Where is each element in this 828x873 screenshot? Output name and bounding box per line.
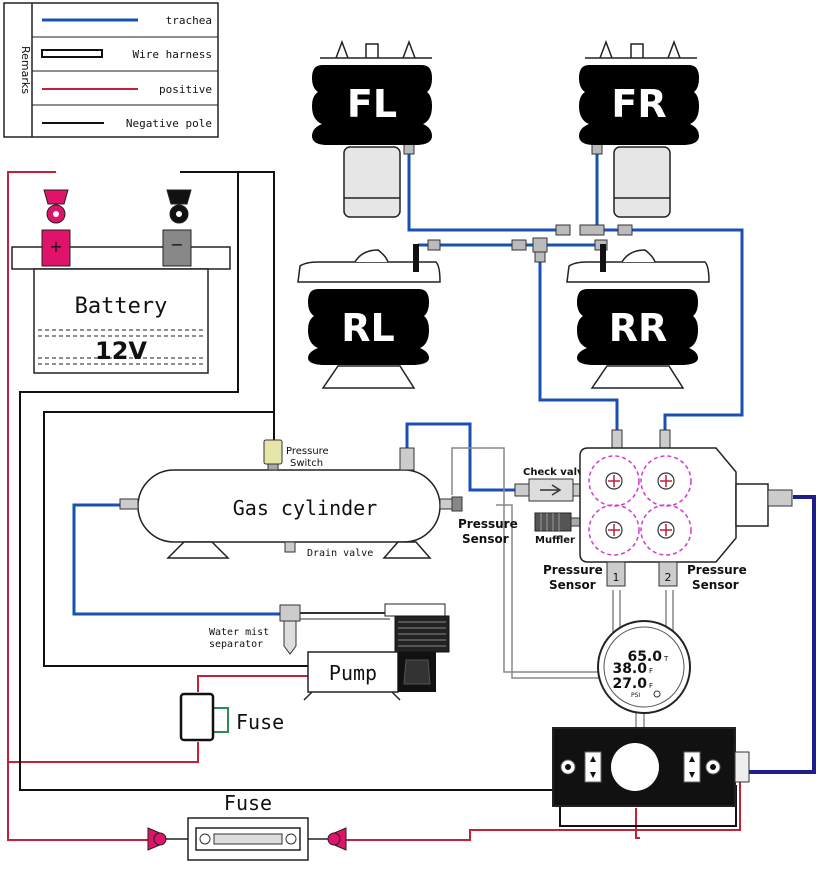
controller-right-switch[interactable] (683, 751, 701, 783)
fuse-2-label: Fuse (224, 791, 272, 815)
airbag-rr-label: RR (609, 306, 668, 350)
check-valve-label: Check valve (523, 467, 591, 478)
positive-clamp (43, 189, 69, 205)
battery-positive-terminal (41, 229, 71, 267)
gauge-value-top: 65.0 (627, 649, 662, 665)
legend-positive-label: positive (159, 83, 212, 96)
battery-minus-sign: − (170, 235, 183, 254)
water-mist-separator: Water mist separator (209, 604, 390, 655)
pump-label: Pump (329, 661, 377, 685)
air-lines (72, 150, 744, 616)
tank-pressure-sensor-label-2: Sensor (462, 532, 509, 546)
water-mist-label-1: Water mist (209, 627, 269, 638)
airbag-rl: RL (297, 244, 441, 389)
battery-plus-sign: + (49, 237, 62, 256)
legend-wire-harness-line (41, 49, 103, 58)
airbag-fl-label: FL (347, 82, 397, 126)
drain-valve (284, 541, 296, 553)
remarks-header: Remarks (19, 46, 32, 94)
gas-cylinder: Gas cylinder Drain valve (119, 447, 463, 559)
pump: Pump (303, 603, 450, 701)
drain-valve-label: Drain valve (307, 548, 373, 559)
remarks-legend: Remarks trachea Wire harness positive Ne… (3, 2, 219, 138)
gauge-unit-label: PSI (631, 692, 640, 699)
muffler: Muffler (534, 512, 582, 546)
battery-negative-terminal (162, 229, 192, 267)
battery-title: Battery (75, 294, 168, 319)
gas-cylinder-label: Gas cylinder (233, 496, 378, 520)
fuse-1: Fuse (179, 692, 284, 742)
negative-clamp (166, 189, 192, 205)
gauge-unit-top: T (663, 655, 669, 663)
fuse-1-label: Fuse (236, 710, 284, 734)
controller (552, 727, 750, 807)
pressure-switch-label-2: Switch (290, 458, 323, 469)
water-mist-label-2: separator (209, 639, 263, 650)
air-fittings (403, 139, 633, 263)
right-pressure-sensor-label-1: Pressure (687, 563, 747, 577)
tank-pressure-sensor-label-1: Pressure (458, 517, 518, 531)
airbag-fr: FR (579, 39, 699, 218)
gauge-value-mid: 38.0 (612, 661, 647, 677)
left-pressure-sensor-label-2: Sensor (549, 578, 596, 592)
airbag-fl: FL (312, 39, 432, 218)
legend-negative-label: Negative pole (126, 117, 212, 130)
valve-block: 1 2 Pressure Sensor Pressure Sensor (543, 429, 793, 592)
airbag-rr: RR (566, 244, 710, 389)
airbag-rl-label: RL (341, 306, 394, 350)
left-pressure-sensor-label-1: Pressure (543, 563, 603, 577)
fuse-1-leads (213, 707, 229, 733)
pressure-gauge: 65.0 T 38.0 F 27.0 F PSI (597, 620, 691, 714)
gauge-unit-mid: F (649, 667, 653, 675)
positive-wires (7, 171, 741, 841)
gauge-value-bot: 27.0 (612, 676, 647, 692)
gauge-unit-bot: F (649, 682, 653, 690)
controller-harness (748, 495, 816, 774)
legend-wire-harness-label: Wire harness (133, 48, 212, 61)
check-valve: Check valve (514, 467, 591, 502)
controller-left-switch[interactable] (584, 751, 602, 783)
battery: + − Battery 12V (11, 189, 231, 374)
negative-wires (19, 171, 737, 827)
right-pressure-sensor-label-2: Sensor (692, 578, 739, 592)
airbag-fr-label: FR (611, 82, 666, 126)
fuse-2: Fuse (147, 791, 347, 861)
battery-voltage: 12V (95, 337, 147, 365)
valve-port-1: 1 (613, 571, 620, 584)
legend-trachea-label: trachea (166, 14, 212, 27)
pressure-switch: Pressure Switch (263, 439, 329, 471)
pressure-switch-label-1: Pressure (286, 446, 329, 457)
muffler-label: Muffler (535, 535, 575, 546)
valve-port-2: 2 (665, 571, 672, 584)
